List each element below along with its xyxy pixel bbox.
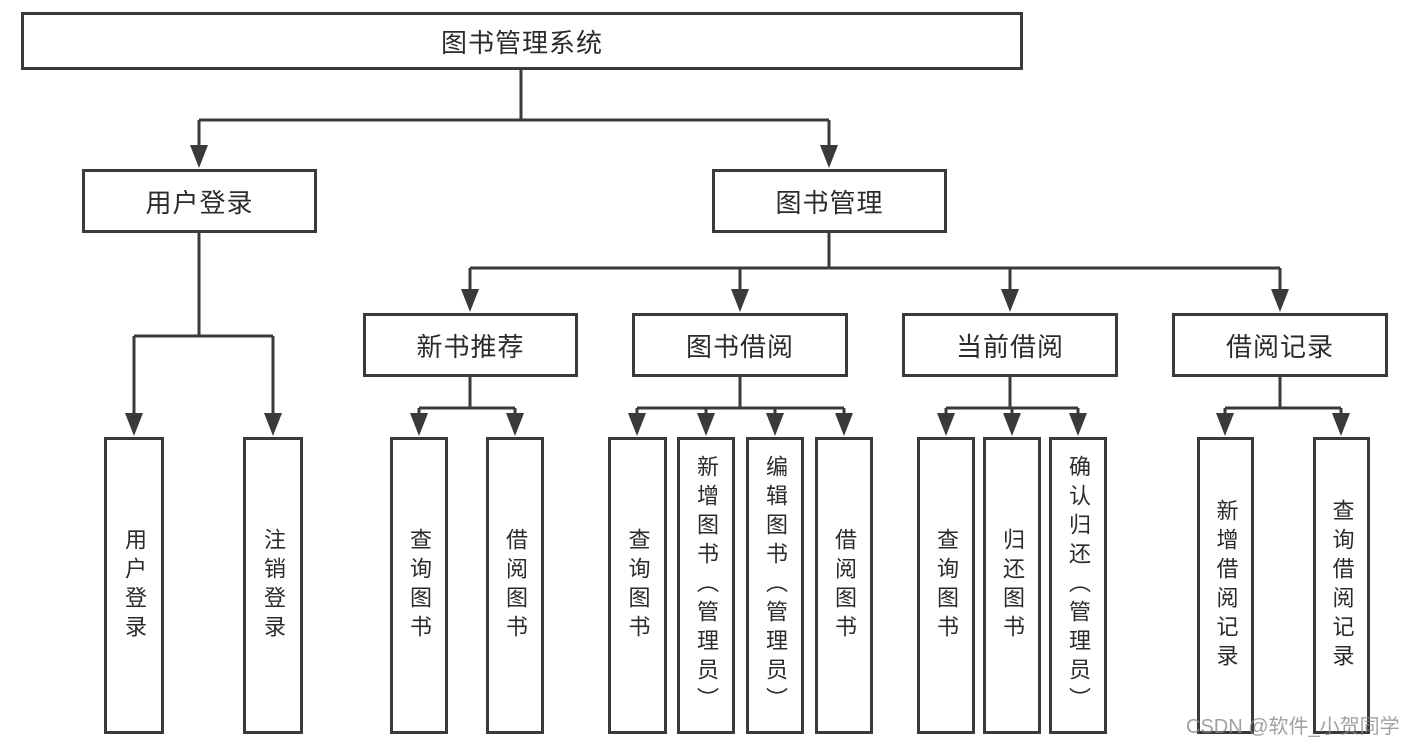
- leaf-label: 查询图书: [625, 527, 651, 644]
- leaf-label: 新增借阅记录: [1213, 498, 1239, 673]
- connector-records-to-leaves: [1223, 377, 1343, 417]
- leaf-label: 新增图书（管理员）: [694, 455, 719, 716]
- leaf-logout: 注销登录: [243, 437, 303, 734]
- node-label: 当前借阅: [955, 331, 1064, 362]
- arrowhead: [1001, 289, 1019, 312]
- leaf-label: 确认归还（管理员）: [1066, 455, 1091, 716]
- node-label: 图书管理: [775, 187, 884, 218]
- connector-current-to-leaves: [944, 377, 1080, 417]
- leaf-user-login: 用户登录: [104, 437, 164, 734]
- arrowhead: [628, 413, 646, 436]
- arrowhead: [1332, 413, 1350, 436]
- leaf-label: 归还图书: [1000, 527, 1025, 644]
- node-book-borrowing: 图书借阅: [632, 313, 848, 377]
- node-label: 图书管理系统: [440, 27, 603, 58]
- node-label: 新书推荐: [416, 331, 525, 362]
- node-current-borrowing: 当前借阅: [902, 313, 1118, 377]
- arrowhead: [835, 413, 853, 436]
- leaf-edit-book-admin: 编辑图书（管理员）: [746, 437, 804, 734]
- leaf-label: 查询图书: [407, 527, 432, 644]
- connector-recommend-to-leaves: [417, 377, 517, 417]
- leaf-label: 查询借阅记录: [1329, 498, 1355, 673]
- node-new-book-recommendation: 新书推荐: [363, 313, 578, 377]
- arrowhead: [461, 289, 479, 312]
- leaf-label: 借阅图书: [503, 527, 528, 644]
- arrowhead: [937, 413, 955, 436]
- arrowhead: [1003, 413, 1021, 436]
- arrowhead: [506, 413, 524, 436]
- node-label: 图书借阅: [685, 331, 794, 362]
- arrowhead: [697, 413, 715, 436]
- leaf-query-borrow-record: 查询借阅记录: [1313, 437, 1370, 734]
- node-user-login: 用户登录: [82, 169, 317, 233]
- leaf-query-books-current: 查询图书: [917, 437, 975, 734]
- arrowhead: [190, 145, 208, 168]
- arrowhead: [766, 413, 784, 436]
- leaf-label: 编辑图书（管理员）: [763, 455, 788, 716]
- connector-borrow-to-leaves: [635, 377, 846, 417]
- leaf-label: 注销登录: [261, 527, 286, 644]
- leaf-confirm-return-admin: 确认归还（管理员）: [1049, 437, 1107, 734]
- arrowhead: [264, 413, 282, 436]
- connector-userlogin-to-leaves: [132, 233, 275, 417]
- node-book-management: 图书管理: [712, 169, 947, 233]
- leaf-borrow-books-borrow: 借阅图书: [815, 437, 873, 734]
- node-label: 借阅记录: [1225, 331, 1334, 362]
- connector-bookmgmt-to-level2: [468, 233, 1282, 292]
- connector-root-to-level1: [197, 70, 831, 148]
- leaf-label: 用户登录: [122, 527, 147, 644]
- leaf-label: 借阅图书: [832, 527, 857, 644]
- arrowhead: [820, 145, 838, 168]
- leaf-return-books: 归还图书: [983, 437, 1041, 734]
- leaf-borrow-books-recommend: 借阅图书: [486, 437, 544, 734]
- leaf-label: 查询图书: [934, 527, 959, 644]
- leaf-add-book-admin: 新增图书（管理员）: [677, 437, 735, 734]
- arrowhead: [1069, 413, 1087, 436]
- arrowhead: [1271, 289, 1289, 312]
- leaf-query-books-borrow: 查询图书: [608, 437, 667, 734]
- node-label: 用户登录: [145, 187, 254, 218]
- arrowhead: [1216, 413, 1234, 436]
- node-borrowing-records: 借阅记录: [1172, 313, 1388, 377]
- arrowhead: [731, 289, 749, 312]
- arrowhead: [410, 413, 428, 436]
- leaf-query-books-recommend: 查询图书: [390, 437, 448, 734]
- arrowhead: [125, 413, 143, 436]
- csdn-watermark: CSDN @软件_小贺同学: [1186, 716, 1400, 738]
- leaf-add-borrow-record: 新增借阅记录: [1197, 437, 1254, 734]
- node-library-management-system: 图书管理系统: [21, 12, 1023, 70]
